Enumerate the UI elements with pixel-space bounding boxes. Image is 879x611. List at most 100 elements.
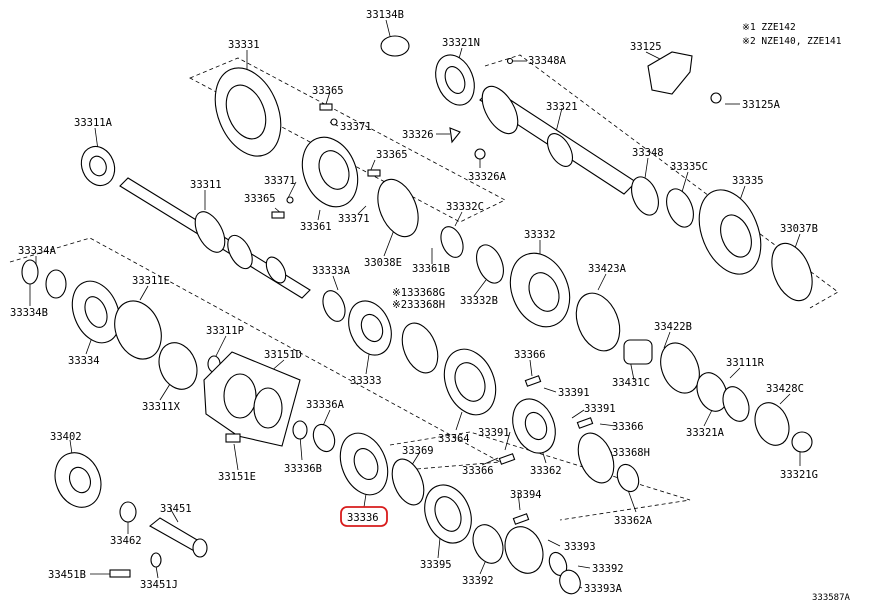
gear-33428c (754, 402, 790, 446)
part-label[interactable]: 33311A (74, 117, 113, 129)
collar-33431c (623, 339, 653, 365)
part-label[interactable]: 33361B (412, 263, 450, 275)
part-label[interactable]: 33331 (228, 39, 260, 51)
key-33366-b (576, 417, 594, 429)
part-label[interactable]: 33395 (420, 559, 452, 571)
part-label[interactable]: ※233368H (392, 299, 445, 311)
part-label[interactable]: 33451 (160, 503, 192, 515)
part-label[interactable]: 33394 (510, 489, 542, 501)
part-label[interactable]: 33311 (190, 179, 222, 191)
ring-33368g (401, 322, 439, 374)
part-label[interactable]: 33333A (312, 265, 351, 277)
plate-hole-left (223, 373, 257, 419)
part-label[interactable]: 33392 (462, 575, 494, 587)
part-label[interactable]: 33111R (726, 357, 765, 369)
part-label[interactable]: 33361 (300, 221, 332, 233)
part-label[interactable]: 33391 (584, 403, 616, 415)
part-label[interactable]: 33422B (654, 321, 692, 333)
part-label[interactable]: 33369 (402, 445, 434, 457)
part-label[interactable]: 33368H (612, 447, 650, 459)
ring-33038e (377, 178, 419, 238)
bracket-33125 (647, 51, 693, 95)
part-label[interactable]: 33134B (366, 9, 404, 21)
key-33365-mid (367, 169, 381, 177)
part-label[interactable]: 33371 (338, 213, 370, 225)
part-label[interactable]: 33362A (614, 515, 653, 527)
note-line: ※2 NZE140, ZZE141 (742, 36, 842, 47)
part-label[interactable]: 33348 (632, 147, 664, 159)
part-label[interactable]: 33334A (18, 245, 57, 257)
part-label[interactable]: 33037B (780, 223, 818, 235)
washer-33336b (292, 420, 308, 440)
part-label[interactable]: 33423A (588, 263, 627, 275)
part-label[interactable]: 33336A (306, 399, 345, 411)
part-label[interactable]: 33451J (140, 579, 178, 591)
ring-33037b (771, 242, 813, 302)
part-label[interactable]: 33366 (514, 349, 546, 361)
part-label[interactable]: 33365 (376, 149, 408, 161)
key-33366-a (524, 375, 542, 387)
bearing-33321a (696, 372, 728, 412)
part-label[interactable]: ※133368G (392, 287, 445, 299)
part-label[interactable]: 33321N (442, 37, 480, 49)
part-label[interactable]: 33332 (524, 229, 556, 241)
part-label[interactable]: 33332C (446, 201, 484, 213)
part-label[interactable]: 33038E (364, 257, 402, 269)
part-label[interactable]: 33125A (742, 99, 781, 111)
part-label[interactable]: 33431C (612, 377, 650, 389)
ring-33111r (722, 386, 750, 422)
figure-id: 333587A (812, 593, 851, 603)
part-label[interactable]: 33336B (284, 463, 322, 475)
part-label[interactable]: 33365 (244, 193, 276, 205)
bearing-33333a (322, 290, 346, 322)
part-label[interactable]: 33392 (592, 563, 624, 575)
part-label[interactable]: 33311P (206, 325, 244, 337)
part-label[interactable]: 33334 (68, 355, 100, 367)
gear-33422b (660, 342, 700, 394)
part-label[interactable]: 33393A (584, 583, 623, 595)
part-label[interactable]: 33462 (110, 535, 142, 547)
part-label[interactable]: 33321 (546, 101, 578, 113)
part-label[interactable]: 33365 (312, 85, 344, 97)
ring-33368h (577, 432, 615, 484)
part-label[interactable]: 33428C (766, 383, 804, 395)
key-33365-left (271, 211, 285, 219)
part-label[interactable]: 33335 (732, 175, 764, 187)
part-label[interactable]: 33391 (478, 427, 510, 439)
part-label[interactable]: 33334B (10, 307, 48, 319)
part-label[interactable]: 33364 (438, 433, 470, 445)
bolt-33451b (109, 569, 131, 578)
part-label[interactable]: 33151D (264, 349, 302, 361)
part-label[interactable]: 33151E (218, 471, 256, 483)
key-33366-c (498, 453, 516, 465)
part-label[interactable]: 33326 (402, 129, 434, 141)
spring-33371-top (330, 118, 338, 126)
bearing-33134b (380, 35, 410, 57)
bearing-33332b (476, 244, 504, 284)
part-label[interactable]: 33348A (528, 55, 567, 67)
gear-33423a (575, 292, 621, 352)
part-label[interactable]: 33333 (350, 375, 382, 387)
part-label[interactable]: 33326A (468, 171, 507, 183)
part-label[interactable]: 33451B (48, 569, 86, 581)
part-label[interactable]: 33321G (780, 469, 818, 481)
part-label[interactable]: 33332B (460, 295, 498, 307)
sleeve-33395 (424, 484, 472, 544)
part-label[interactable]: 33362 (530, 465, 562, 477)
part-label[interactable]: 33371 (340, 121, 372, 133)
part-label[interactable]: 33335C (670, 161, 708, 173)
part-label[interactable]: 33366 (612, 421, 644, 433)
part-label[interactable]: 33311E (132, 275, 170, 287)
parts (21, 35, 813, 595)
part-label[interactable]: 33402 (50, 431, 82, 443)
key-33365-top (319, 103, 333, 111)
part-label[interactable]: 33391 (558, 387, 590, 399)
part-label[interactable]: 33125 (630, 41, 662, 53)
part-label[interactable]: 33366 (462, 465, 494, 477)
highlighted-part-label[interactable]: 33336 (347, 512, 379, 524)
part-label[interactable]: 33393 (564, 541, 596, 553)
pin-33451j (150, 552, 162, 568)
part-label[interactable]: 33321A (686, 427, 725, 439)
part-label[interactable]: 33371 (264, 175, 296, 187)
part-label[interactable]: 33311X (142, 401, 181, 413)
